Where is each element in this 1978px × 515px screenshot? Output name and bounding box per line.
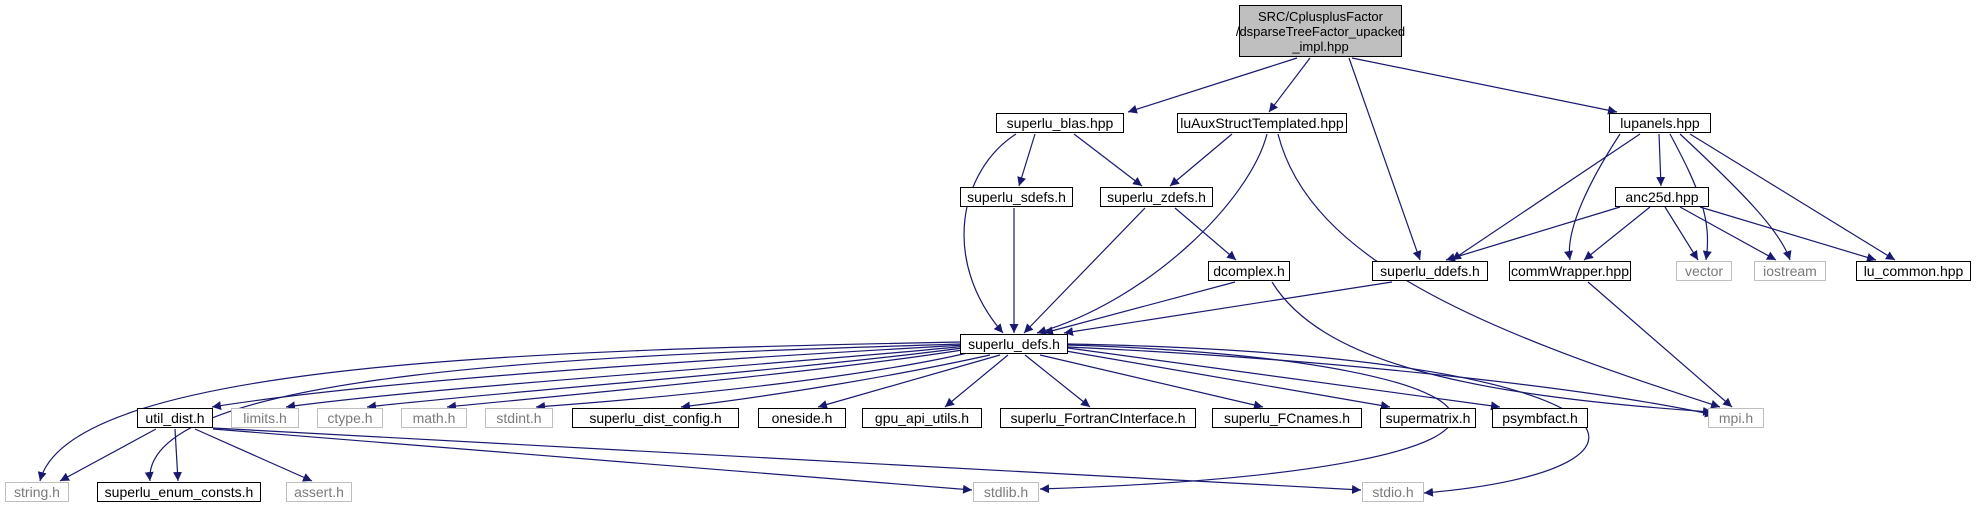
dependency-edge bbox=[535, 349, 981, 411]
node-iostream: iostream bbox=[1754, 261, 1826, 281]
dependency-edge bbox=[1351, 57, 1618, 115]
node-superlu-ddefs-h[interactable]: superlu_ddefs.h bbox=[1372, 261, 1488, 281]
node-psymbfact-h[interactable]: psymbfact.h bbox=[1492, 408, 1588, 428]
node-gpu-api-utils-h[interactable]: gpu_api_utils.h bbox=[862, 408, 982, 428]
root-line-3: _impl.hpp bbox=[1292, 38, 1349, 54]
dependency-edge bbox=[59, 428, 157, 482]
node-string-h: string.h bbox=[5, 482, 69, 502]
node-stdlib-h: stdlib.h bbox=[973, 482, 1039, 502]
dependency-edge bbox=[144, 343, 962, 482]
root-line-2: /dsparseTreeFactor_upacked bbox=[1235, 23, 1406, 39]
node-vector: vector bbox=[1676, 261, 1732, 281]
dependency-edge bbox=[285, 345, 968, 411]
dependency-edge bbox=[1451, 133, 1641, 261]
dependency-edge bbox=[963, 133, 1017, 334]
node-lu-common-hpp[interactable]: lu_common.hpp bbox=[1856, 261, 1971, 281]
dependency-edge bbox=[1073, 133, 1143, 187]
root-file-node: SRC/CplusplusFactor /dsparseTreeFactor_u… bbox=[1235, 5, 1406, 57]
dependency-edge bbox=[1348, 57, 1422, 261]
node-luauxstructtemplated-hpp[interactable]: luAuxStructTemplated.hpp bbox=[1177, 113, 1347, 133]
dependency-edge bbox=[1656, 133, 1666, 187]
node-util-dist-h[interactable]: util_dist.h bbox=[137, 408, 213, 428]
dependency-edge bbox=[1024, 354, 1091, 408]
node-superlu-dist-config-h[interactable]: superlu_dist_config.h bbox=[572, 408, 739, 428]
dependency-edge bbox=[1067, 346, 1715, 418]
dependency-edge bbox=[1587, 281, 1733, 408]
dependency-edge bbox=[446, 347, 976, 411]
node-ctype-h: ctype.h bbox=[317, 408, 383, 428]
dependency-edge bbox=[1017, 133, 1036, 187]
node-superlu-zdefs-h[interactable]: superlu_zdefs.h bbox=[1100, 187, 1213, 207]
node-dcomplex-h[interactable]: dcomplex.h bbox=[1208, 261, 1290, 281]
dependency-edge bbox=[1277, 133, 1721, 409]
root-line-1: SRC/CplusplusFactor bbox=[1258, 8, 1383, 24]
dependency-edge bbox=[1059, 349, 1391, 410]
dependency-edge bbox=[1664, 206, 1699, 261]
node-superlu-fcnames-h[interactable]: superlu_FCnames.h bbox=[1212, 408, 1362, 428]
dependency-edge bbox=[1699, 206, 1877, 262]
dependency-edge bbox=[944, 354, 1009, 408]
node-lupanels-hpp[interactable]: lupanels.hpp bbox=[1609, 113, 1711, 133]
node-superlu-fortrancinterface-h[interactable]: superlu_FortranCInterface.h bbox=[1000, 408, 1196, 428]
dependency-edge bbox=[194, 428, 313, 482]
dependency-edge bbox=[212, 427, 1362, 495]
dependency-edge bbox=[1679, 133, 1792, 261]
node-superlu-enum-consts-h[interactable]: superlu_enum_consts.h bbox=[97, 482, 261, 502]
dependency-edge bbox=[1564, 133, 1621, 261]
dependency-edge bbox=[1689, 133, 1896, 261]
dependency-edge bbox=[817, 354, 1001, 409]
node-oneside-h[interactable]: oneside.h bbox=[758, 408, 846, 428]
node-supermatrix-h[interactable]: supermatrix.h bbox=[1380, 408, 1476, 428]
dependency-edge bbox=[1583, 206, 1651, 261]
node-superlu-blas-hpp[interactable]: superlu_blas.hpp bbox=[996, 113, 1124, 133]
dependency-edge bbox=[1169, 133, 1233, 187]
dependency-edge bbox=[680, 354, 991, 411]
dependency-edge bbox=[366, 346, 971, 411]
dependency-edge bbox=[1023, 207, 1146, 334]
node-limits-h: limits.h bbox=[231, 408, 299, 428]
node-assert-h: assert.h bbox=[286, 482, 352, 502]
dependency-edge bbox=[1445, 206, 1621, 262]
dependency-edge bbox=[1174, 207, 1237, 261]
dependency-edge bbox=[1043, 281, 1236, 336]
dependency-edge bbox=[1067, 347, 1501, 411]
dependency-edge bbox=[1127, 57, 1298, 114]
dependency-edge bbox=[211, 344, 966, 411]
node-superlu-sdefs-h[interactable]: superlu_sdefs.h bbox=[960, 187, 1073, 207]
node-stdio-h: stdio.h bbox=[1362, 482, 1424, 502]
node-anc25d-hpp[interactable]: anc25d.hpp bbox=[1615, 187, 1709, 207]
dependency-edge bbox=[212, 428, 973, 494]
node-commwrapper-hpp[interactable]: commWrapper.hpp bbox=[1509, 261, 1631, 281]
node-superlu-defs-h[interactable]: superlu_defs.h bbox=[960, 334, 1068, 354]
dependency-edge bbox=[1271, 281, 1713, 416]
dependency-edge bbox=[1268, 57, 1311, 113]
dependency-edge bbox=[1679, 206, 1777, 261]
node-mpi-h: mpi.h bbox=[1708, 408, 1764, 428]
dependency-edge bbox=[1063, 281, 1393, 337]
dependency-edge bbox=[172, 428, 182, 482]
node-math-h: math.h bbox=[401, 408, 467, 428]
dependency-edge bbox=[37, 341, 961, 482]
dependency-edge bbox=[1036, 133, 1268, 335]
node-stdint-h: stdint.h bbox=[485, 408, 553, 428]
dependency-edge bbox=[1039, 354, 1264, 410]
